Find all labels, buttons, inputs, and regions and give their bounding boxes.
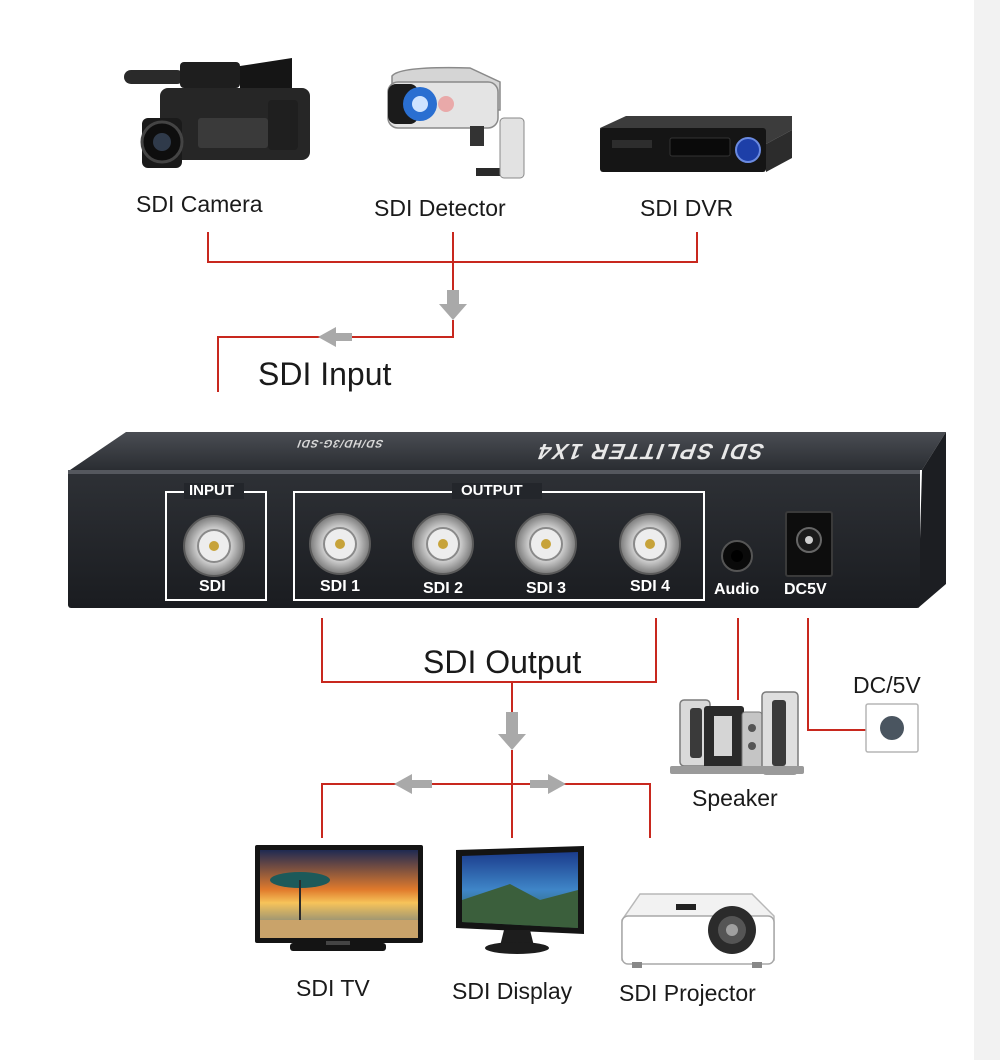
bnc-output-port — [412, 513, 474, 575]
bnc-output-port — [619, 513, 681, 575]
camera-label: SDI Camera — [136, 191, 263, 217]
audio-port-label: Audio — [714, 581, 760, 598]
bnc-input-port — [183, 515, 245, 577]
dvr-icon — [600, 116, 792, 172]
projector-label: SDI Projector — [619, 980, 756, 1006]
output-port-label-1: SDI 1 — [320, 578, 361, 595]
output-group-label: OUTPUT — [461, 482, 523, 499]
bnc-output-port — [309, 513, 371, 575]
input-group-label: INPUT — [189, 482, 234, 499]
device-brand-text: SDI SPLITTER 1X4 — [532, 439, 768, 464]
output-port-label-2: SDI 2 — [423, 580, 464, 597]
detector-icon — [387, 66, 525, 179]
speaker-label: Speaker — [692, 785, 778, 811]
speaker-icon — [670, 691, 804, 775]
detector-label: SDI Detector — [374, 195, 506, 221]
output-port-label-3: SDI 3 — [526, 580, 567, 597]
dvr-label: SDI DVR — [640, 195, 734, 221]
splitter-device — [68, 432, 946, 608]
input-arrows — [318, 290, 467, 347]
tv-label: SDI TV — [296, 975, 370, 1001]
output-port-label-4: SDI 4 — [630, 578, 671, 595]
camera-icon — [124, 58, 310, 168]
tv-icon — [255, 845, 423, 951]
power-label: DC/5V — [853, 672, 921, 698]
output-wiring — [321, 618, 866, 838]
output-arrows — [394, 712, 566, 794]
device-sub-text: SD/HD/3G-SDI — [294, 437, 386, 449]
audio-jack — [721, 540, 753, 572]
power-port-label: DC5V — [784, 581, 827, 598]
input-section-label: SDI Input — [258, 356, 392, 392]
bnc-output-port — [515, 513, 577, 575]
power-outlet-icon — [865, 703, 919, 753]
right-edge-strip — [974, 0, 1000, 1060]
projector-icon — [621, 893, 775, 968]
display-label: SDI Display — [452, 978, 573, 1004]
input-port-label: SDI — [199, 578, 226, 595]
output-section-label: SDI Output — [423, 644, 582, 680]
display-icon — [456, 846, 584, 954]
dc-jack — [785, 511, 833, 577]
